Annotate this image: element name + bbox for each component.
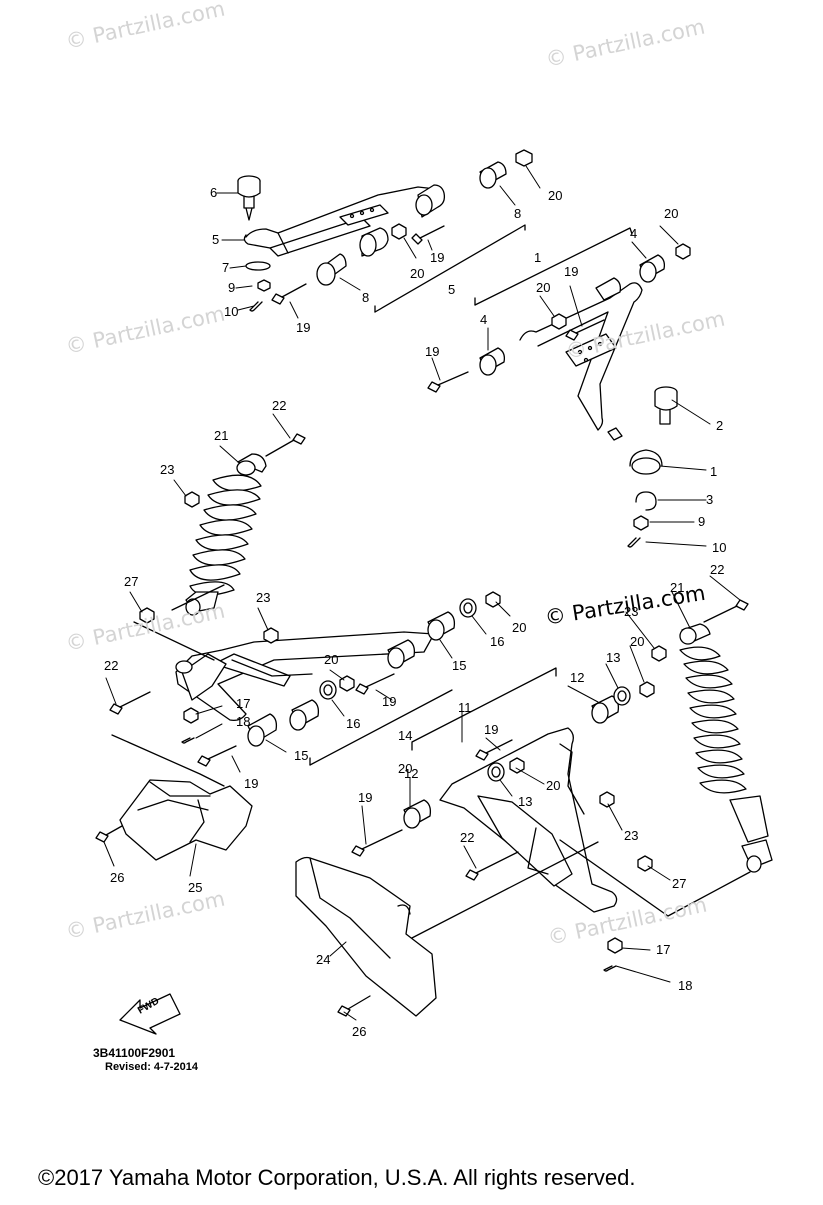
callout-11: 11 — [458, 700, 472, 715]
callout-24: 24 — [316, 952, 330, 967]
callout-20: 20 — [324, 652, 338, 667]
callout-26: 26 — [110, 870, 124, 885]
callout-3: 3 — [706, 492, 713, 507]
revision-date: Revised: 4-7-2014 — [105, 1061, 198, 1073]
callout-19: 19 — [484, 722, 498, 737]
callout-19: 19 — [358, 790, 372, 805]
upper-arm-left-assembly — [237, 149, 533, 313]
callout-18: 18 — [678, 978, 692, 993]
callout-9: 9 — [228, 280, 235, 295]
callout-20: 20 — [512, 620, 526, 635]
ball-joint-6 — [237, 175, 261, 221]
callout-20: 20 — [664, 206, 678, 221]
callout-20: 20 — [536, 280, 550, 295]
fwd-arrow-icon — [119, 993, 181, 1035]
callout-22: 22 — [460, 830, 474, 845]
callout-5: 5 — [212, 232, 219, 247]
callout-14: 14 — [398, 728, 412, 743]
callout-13: 13 — [606, 650, 620, 665]
callout-7: 7 — [222, 260, 229, 275]
diagram-code: 3B41100F2901 — [93, 1046, 176, 1060]
callout-1: 1 — [534, 250, 541, 265]
callout-27: 27 — [124, 574, 138, 589]
callout-5: 5 — [448, 282, 455, 297]
lower-arm-left-assembly — [109, 584, 501, 787]
callout-6: 6 — [210, 185, 217, 200]
callout-17: 17 — [656, 942, 670, 957]
callout-23: 23 — [160, 462, 174, 477]
callout-9: 9 — [698, 514, 705, 529]
shock-absorber-left — [184, 433, 306, 616]
callout-13: 13 — [518, 794, 532, 809]
callout-25: 25 — [188, 880, 202, 895]
callout-12: 12 — [404, 766, 418, 781]
callout-4: 4 — [630, 226, 637, 241]
copyright-notice: ©2017 Yamaha Motor Corporation, U.S.A. A… — [38, 1165, 636, 1190]
upper-arm-right-assembly — [427, 227, 691, 548]
callout-23: 23 — [256, 590, 270, 605]
callout-19: 19 — [564, 264, 578, 279]
callout-10: 10 — [712, 540, 726, 555]
callout-22: 22 — [710, 562, 724, 577]
callout-10: 10 — [224, 304, 238, 319]
callout-16: 16 — [490, 634, 504, 649]
lower-arm-right-assembly — [351, 667, 751, 972]
callout-20: 20 — [548, 188, 562, 203]
callout-1: 1 — [710, 464, 717, 479]
callout-20: 20 — [630, 634, 644, 649]
callout-20: 20 — [410, 266, 424, 281]
guard-24 — [295, 856, 437, 1017]
callout-15: 15 — [294, 748, 308, 763]
callout-8: 8 — [362, 290, 369, 305]
callout-19: 19 — [296, 320, 310, 335]
callout-18: 18 — [236, 714, 250, 729]
callout-15: 15 — [452, 658, 466, 673]
callout-22: 22 — [272, 398, 286, 413]
callout-23: 23 — [624, 604, 638, 619]
callout-8: 8 — [514, 206, 521, 221]
callout-26: 26 — [352, 1024, 366, 1039]
callout-27: 27 — [672, 876, 686, 891]
callout-19: 19 — [425, 344, 439, 359]
callout-4: 4 — [480, 312, 487, 327]
callout-17: 17 — [236, 696, 250, 711]
callout-19: 19 — [430, 250, 444, 265]
callout-20: 20 — [398, 761, 412, 776]
shock-absorber-right — [651, 599, 773, 873]
callout-19: 19 — [382, 694, 396, 709]
leader-lines — [103, 165, 741, 1021]
callout-19: 19 — [244, 776, 258, 791]
callout-12: 12 — [570, 670, 584, 685]
callout-16: 16 — [346, 716, 360, 731]
callout-21: 21 — [670, 580, 684, 595]
callout-labels: 6579101985201982014201920419213910222123… — [104, 185, 726, 1039]
callout-2: 2 — [716, 418, 723, 433]
skid-plate-25 — [95, 779, 253, 861]
callout-20: 20 — [546, 778, 560, 793]
callout-23: 23 — [624, 828, 638, 843]
callout-22: 22 — [104, 658, 118, 673]
callout-21: 21 — [214, 428, 228, 443]
